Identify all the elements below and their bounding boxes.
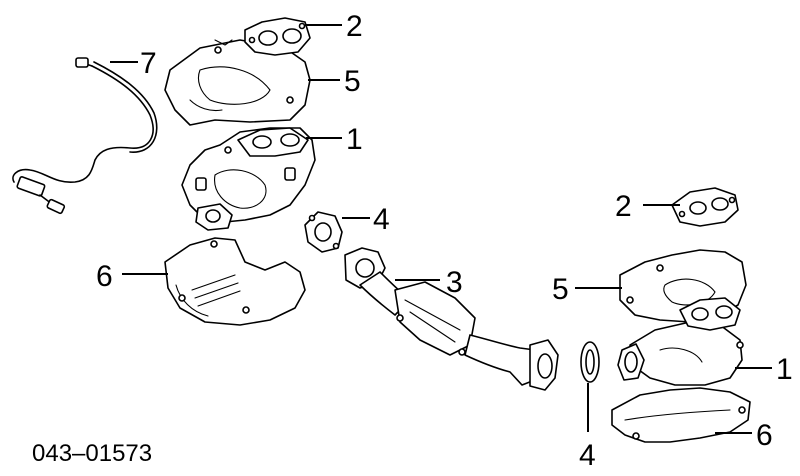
oxygen-sensor: [12, 57, 158, 215]
flange-gasket-mid: [304, 211, 343, 253]
callout-5-right: 5: [552, 273, 569, 306]
callout-labels: 2 7 5 1 4 2 6 3 5 1 4 6: [96, 10, 793, 472]
callout-5-top: 5: [344, 65, 361, 98]
callout-2-right: 2: [615, 190, 632, 223]
callout-6-left: 6: [96, 260, 113, 293]
gasket-upper: [244, 17, 311, 56]
heat-shield-lower-right: [611, 387, 751, 443]
callout-7: 7: [140, 47, 157, 80]
heat-shield-lower-left: [164, 237, 306, 326]
exhaust-manifold-right: [617, 297, 744, 386]
callout-4-bottom: 4: [579, 439, 596, 472]
heat-shield-upper: [164, 39, 311, 126]
leader-lines: [110, 24, 772, 434]
callout-3: 3: [446, 266, 463, 299]
ring-gasket-bottom: [580, 341, 600, 383]
exhaust-manifold-upper: [181, 127, 316, 231]
callout-6-right: 6: [756, 419, 773, 452]
front-exhaust-pipe: [344, 247, 559, 391]
callout-4-mid: 4: [373, 203, 390, 236]
diagram-part-number: 043–01573: [32, 440, 152, 467]
callout-1-right: 1: [776, 353, 793, 386]
gasket-right: [671, 187, 739, 227]
callout-2-top: 2: [346, 10, 363, 43]
callout-1-top: 1: [346, 123, 363, 156]
